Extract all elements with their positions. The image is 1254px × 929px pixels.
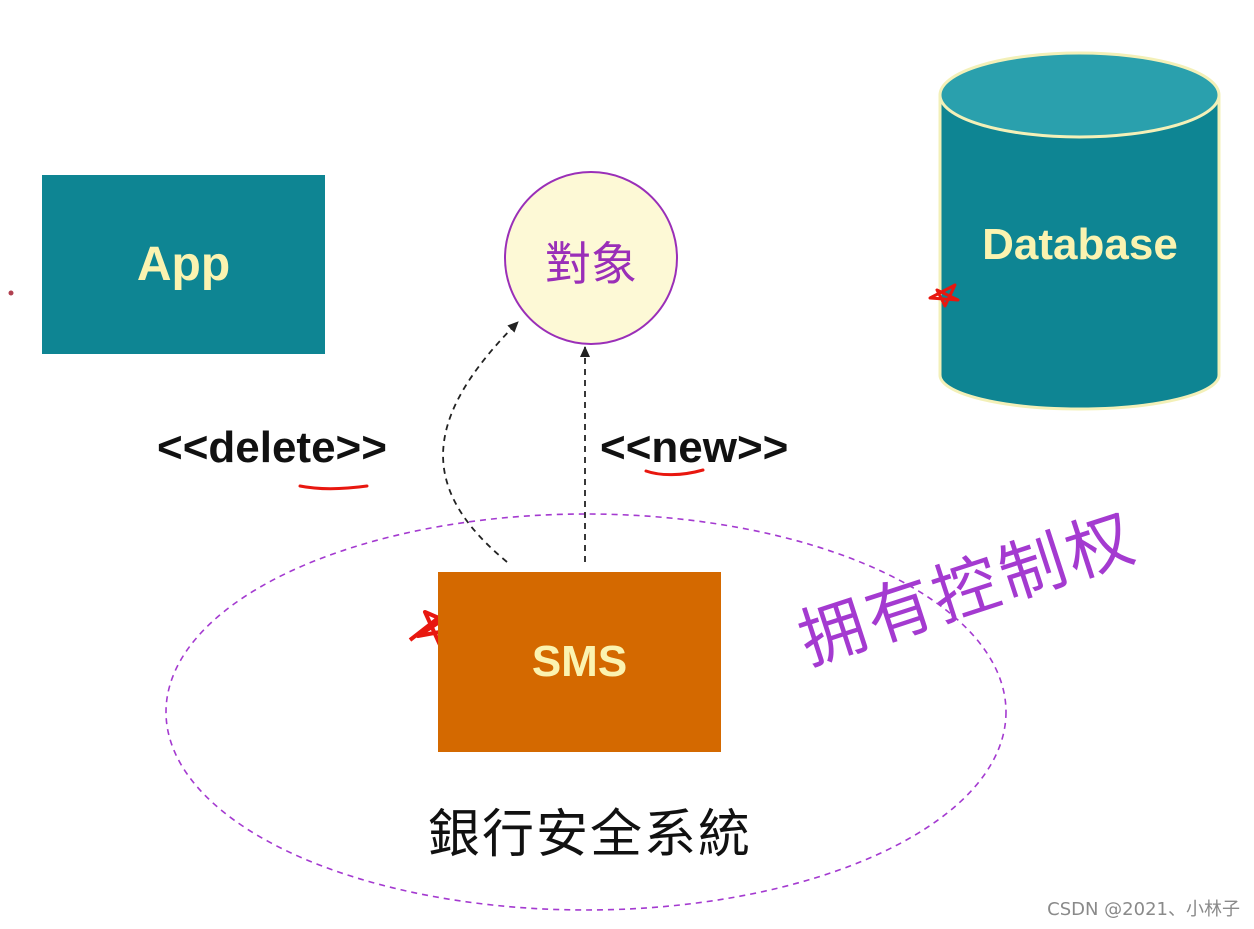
object-label: 對象 [545, 237, 637, 291]
object-circle [504, 171, 678, 345]
delete-arrow [442, 321, 519, 563]
delete-stereotype-label: <<delete>> [157, 423, 387, 472]
sms-label: SMS [531, 637, 628, 686]
app-box: App [42, 175, 325, 354]
database-scribble-mark [928, 283, 960, 308]
sms-box: SMS [438, 572, 721, 752]
app-label: App [136, 238, 231, 291]
new-stereotype-label: <<new>> [600, 423, 789, 472]
new-underline-mark [644, 468, 705, 477]
system-boundary-label: 銀行安全系統 [427, 805, 752, 865]
delete-underline-mark [298, 484, 369, 491]
database-cylinder [938, 51, 1221, 411]
watermark-text: CSDN @2021、小林子 [1047, 899, 1240, 920]
stray-dot [8, 290, 14, 296]
database-label: Database [982, 220, 1178, 269]
system-boundary-ellipse [165, 513, 1007, 911]
